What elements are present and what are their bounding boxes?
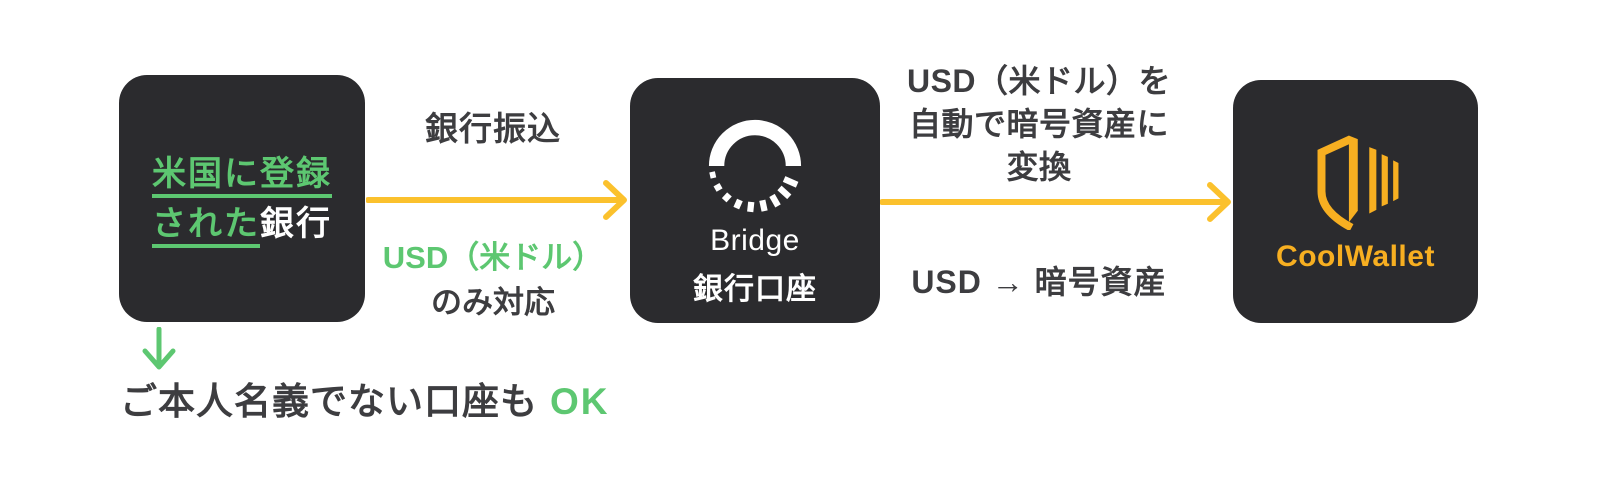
flow1-bottom-rest: のみ対応 (431, 285, 555, 320)
coolwallet-node: CoolWallet (1233, 80, 1478, 323)
shield-icon (1317, 135, 1399, 230)
flow2-top-line2: 自動で暗号資産に (908, 106, 1169, 142)
note-ok-badge: OK (550, 381, 610, 422)
flow1-bottom-highlight: USD（米ドル） (382, 240, 604, 275)
us-bank-label-line2: された銀行 (152, 199, 332, 249)
bridge-node: Bridge 銀行口座 (630, 78, 880, 323)
us-bank-label-line1: 米国に登録 (152, 149, 332, 199)
arrow-down-icon (142, 327, 176, 370)
flow2-top-line1: USD（米ドル）を (906, 63, 1172, 99)
bridge-subtitle: 銀行口座 (693, 273, 817, 306)
flow2-top-label: USD（米ドル）を 自動で暗号資産に 変換 (872, 60, 1206, 189)
bridge-name: Bridge (710, 224, 800, 257)
coolwallet-wordmark: CoolWallet (1276, 240, 1435, 273)
arrow-right-icon (880, 182, 1231, 222)
us-bank-node: 米国に登録 された銀行 (119, 75, 365, 322)
arrow-right-icon (366, 180, 627, 220)
flow2-top-line3: 変換 (1006, 149, 1072, 185)
flow2-bottom-label: USD → 暗号資産 (911, 264, 1167, 300)
flow1-bottom-label: USD（米ドル） のみ対応 (340, 235, 646, 325)
us-bank-label: 米国に登録 された銀行 (152, 149, 332, 249)
flow1-top-label: 銀行振込 (425, 110, 561, 147)
spinner-icon (708, 119, 802, 213)
note-text: ご本人名義でない口座も OK (120, 371, 610, 425)
note-body: ご本人名義でない口座も (120, 381, 538, 422)
